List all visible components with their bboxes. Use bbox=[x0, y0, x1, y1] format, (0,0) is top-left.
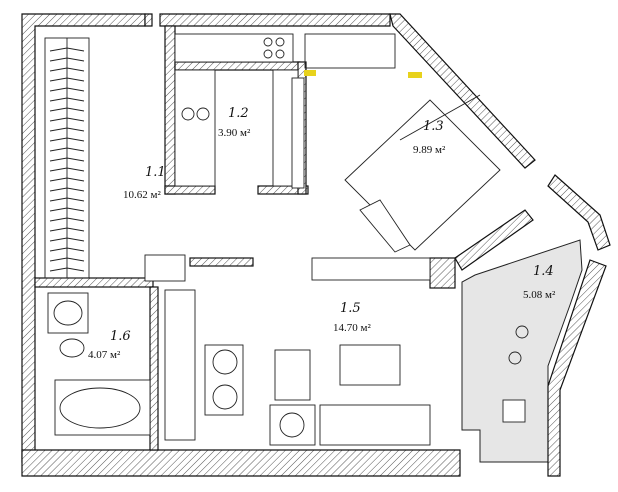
hanger-icon bbox=[49, 187, 85, 192]
hanger-icon bbox=[49, 57, 85, 62]
hanger-icon bbox=[49, 217, 85, 222]
hanger-icon bbox=[49, 167, 85, 172]
room-number: 1.6 bbox=[110, 329, 131, 344]
room-label-1-6: 1.6 4.07 м² bbox=[88, 329, 131, 361]
bathroom-fixtures bbox=[47, 292, 151, 436]
bedroom-furniture bbox=[304, 33, 501, 253]
hanger-icon bbox=[49, 47, 85, 52]
hanger-icon bbox=[49, 87, 85, 92]
hallway-wardrobe bbox=[44, 37, 90, 279]
hanger-icon bbox=[49, 237, 85, 242]
room-number: 1.4 bbox=[533, 264, 554, 279]
room-area: 5.08 м² bbox=[523, 289, 556, 301]
accent-marker bbox=[304, 70, 316, 76]
living-room-furniture bbox=[144, 254, 431, 446]
room-label-1-3: 1.3 9.89 м² bbox=[413, 119, 446, 156]
hanger-icon bbox=[49, 127, 85, 132]
room-label-1-1: 1.1 10.62 м² bbox=[123, 165, 166, 201]
hanger-icon bbox=[49, 137, 85, 142]
outer-walls bbox=[21, 13, 611, 477]
hanger-icon bbox=[49, 267, 85, 272]
hanger-icon bbox=[49, 197, 85, 202]
hanger-icon bbox=[49, 227, 85, 232]
room-area: 10.62 м² bbox=[123, 189, 161, 201]
balcony-furniture bbox=[502, 325, 529, 423]
room-number: 1.3 bbox=[423, 119, 444, 134]
hanger-icon bbox=[49, 247, 85, 252]
hanger-icon bbox=[49, 207, 85, 212]
hanger-icon bbox=[49, 77, 85, 82]
room-area: 3.90 м² bbox=[218, 127, 251, 139]
hanger-icon bbox=[49, 177, 85, 182]
room-number: 1.1 bbox=[145, 165, 166, 180]
room-number: 1.2 bbox=[228, 106, 249, 121]
room-area: 14.70 м² bbox=[333, 322, 371, 334]
room-label-1-5: 1.5 14.70 м² bbox=[333, 301, 371, 334]
hanger-icon bbox=[49, 157, 85, 162]
room-label-1-2: 1.2 3.90 м² bbox=[218, 106, 251, 139]
room-label-1-4: 1.4 5.08 м² bbox=[523, 264, 556, 301]
room-area: 4.07 м² bbox=[88, 349, 121, 361]
hanger-icon bbox=[49, 67, 85, 72]
room-number: 1.5 bbox=[340, 301, 361, 316]
hanger-icon bbox=[49, 257, 85, 262]
hanger-icon bbox=[49, 117, 85, 122]
accent-marker bbox=[408, 72, 422, 78]
hanger-icon bbox=[49, 97, 85, 102]
hanger-icon bbox=[49, 107, 85, 112]
room-area: 9.89 м² bbox=[413, 144, 446, 156]
storage-1-2-furniture bbox=[174, 33, 305, 189]
hanger-icon bbox=[49, 147, 85, 152]
